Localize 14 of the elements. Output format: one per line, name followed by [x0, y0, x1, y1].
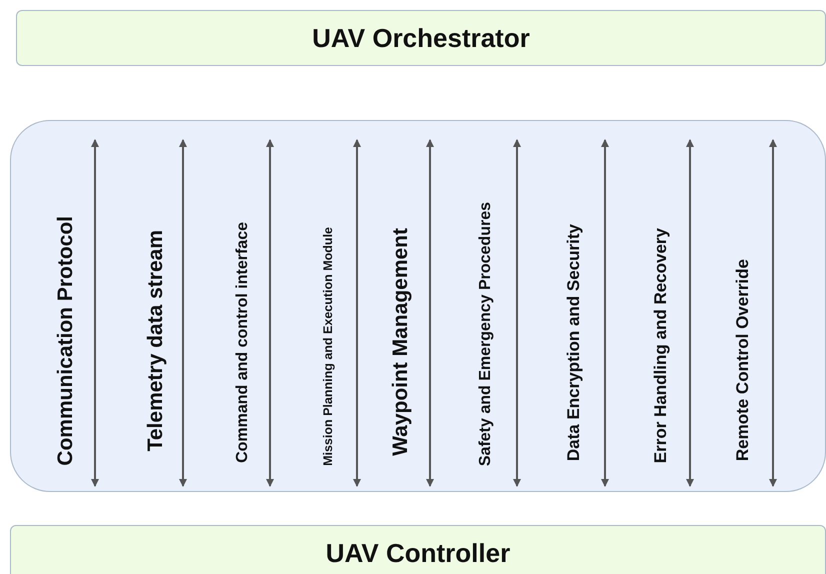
interface-label: Command and control interface	[234, 222, 252, 463]
interface-label: Remote Control Override	[733, 259, 753, 462]
interface-label: Mission Planning and Execution Module	[321, 227, 335, 466]
component-bar	[16, 10, 826, 66]
interface-label: Telemetry data stream	[144, 230, 168, 452]
interface-label: Data Encryption and Security	[564, 224, 584, 462]
interface-label: Error Handling and Recovery	[651, 228, 671, 464]
interface-panel	[10, 120, 826, 492]
interface-label: Safety and Emergency Procedures	[477, 202, 495, 466]
interface-label: Communication Protocol	[54, 216, 78, 466]
component-title: UAV Orchestrator	[312, 22, 530, 54]
component-title: UAV Controller	[326, 538, 510, 568]
component-bar	[10, 525, 826, 574]
interface-label: Waypoint Management	[389, 228, 413, 456]
